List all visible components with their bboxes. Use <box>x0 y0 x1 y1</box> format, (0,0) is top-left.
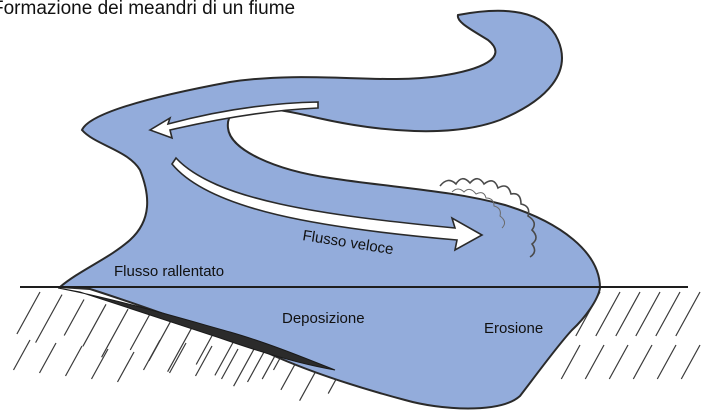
diagram-title: Formazione dei meandri di un fiume <box>0 0 295 19</box>
hatch-line <box>130 314 150 350</box>
hatch-line <box>616 292 640 336</box>
hatch-line <box>64 299 84 335</box>
hatch-line <box>681 345 700 379</box>
hatch-line <box>609 345 628 379</box>
hatch-line <box>168 324 194 372</box>
hatch-line <box>92 349 109 379</box>
hatch-line <box>636 292 660 336</box>
hatch-line <box>14 340 31 370</box>
hatch-line <box>222 349 239 379</box>
hatch-line <box>36 295 62 343</box>
hatch-line <box>676 292 700 336</box>
hatch-line <box>17 292 40 334</box>
river-channel <box>60 11 600 409</box>
label-deposition: Deposizione <box>282 310 365 327</box>
hatch-line <box>656 292 680 336</box>
hatch-line <box>657 345 676 379</box>
label-erosion: Erosione <box>484 320 543 337</box>
hatch-line <box>633 345 652 379</box>
hatch-line <box>40 343 57 373</box>
hatch-line <box>596 292 620 336</box>
hatch-line <box>170 343 187 373</box>
hatch-line <box>102 309 128 357</box>
hatch-line <box>83 304 106 346</box>
hatch-line <box>585 345 604 379</box>
hatch-line <box>118 352 135 382</box>
hatch-line <box>144 340 161 370</box>
label-slow-flow: Flusso rallentato <box>114 263 224 280</box>
hatch-line <box>66 346 83 376</box>
hatch-line <box>561 345 580 379</box>
